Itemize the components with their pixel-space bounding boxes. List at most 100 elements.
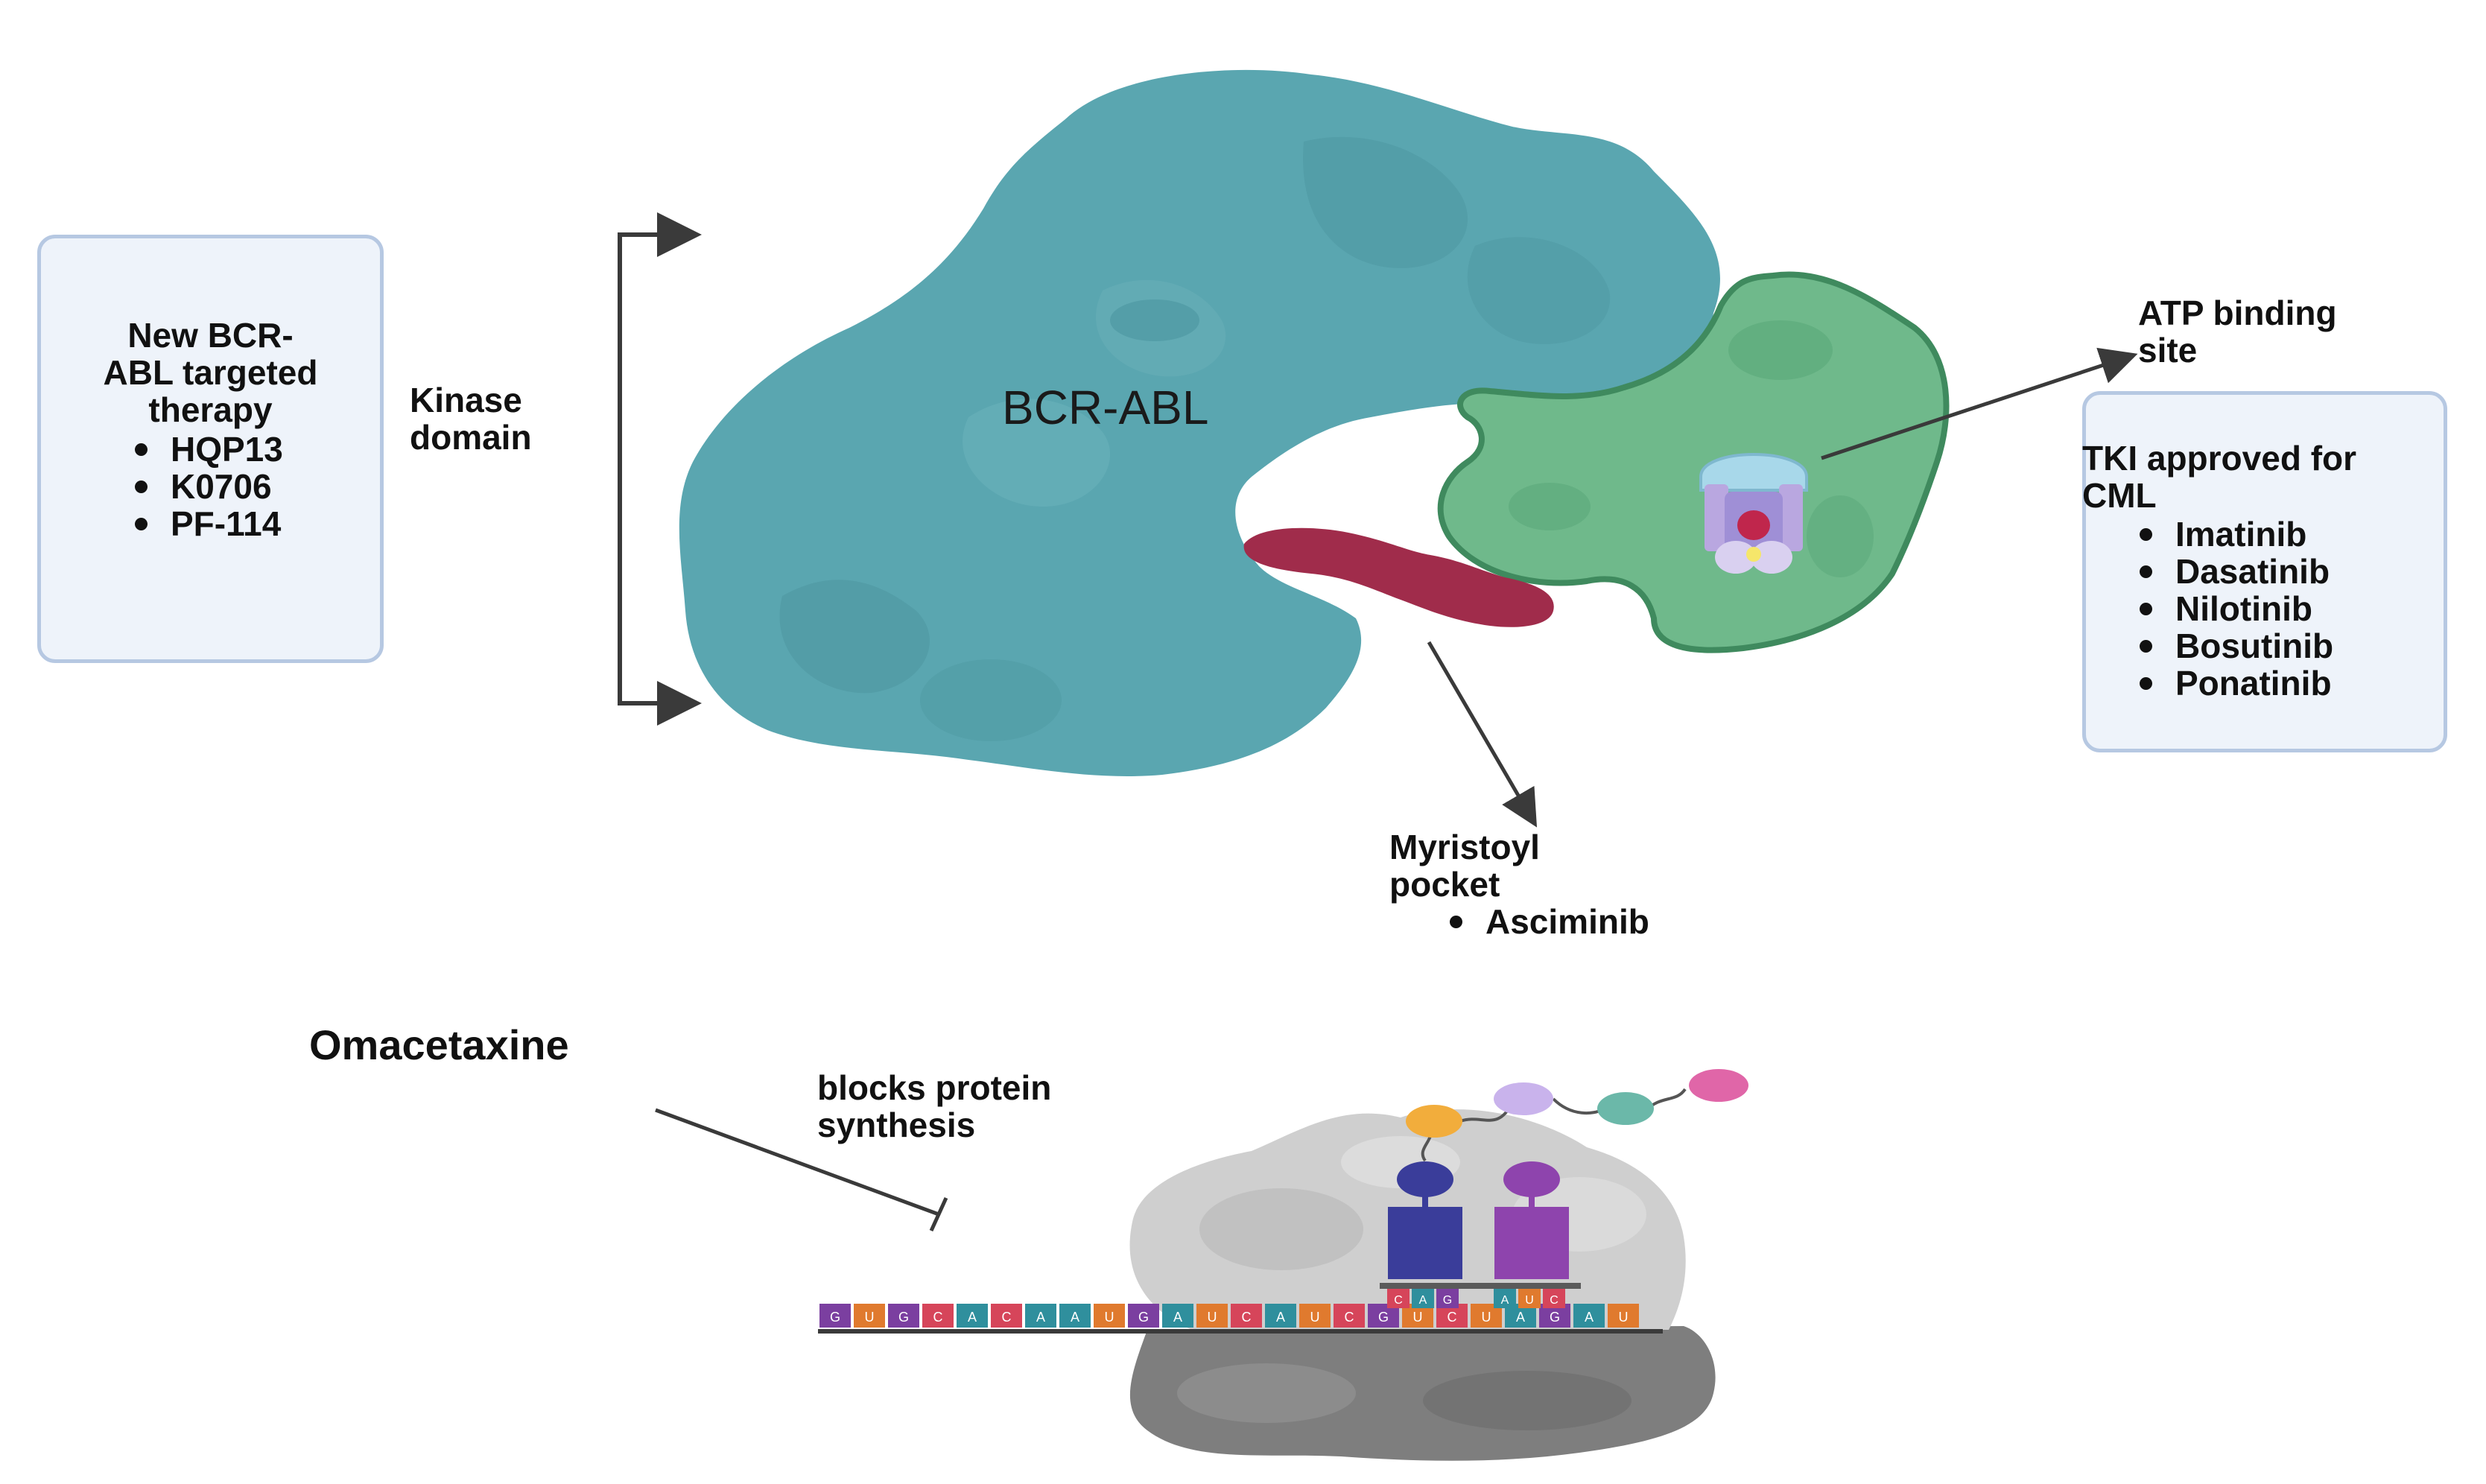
inhibition-arrow (655, 1108, 948, 1232)
new-therapy-title-line: ABL targeted (103, 353, 318, 392)
list-item: Dasatinib (2129, 553, 2333, 590)
nucleotide-letter: C (1002, 1310, 1012, 1325)
anticodon-letter: C (1394, 1294, 1403, 1307)
list-item: Asciminib (1439, 903, 1649, 940)
anticodon-letter: C (1550, 1294, 1558, 1307)
myristoyl-line: pocket (1389, 865, 1500, 904)
anticodon-tile (1387, 1289, 1410, 1308)
nucleotide-letter: A (1173, 1310, 1182, 1325)
nucleotide-tile (888, 1304, 919, 1328)
nucleotide-tile (819, 1304, 851, 1328)
blocks-line: blocks protein (817, 1068, 1052, 1107)
nucleotide-letter: A (1516, 1310, 1525, 1325)
list-item: HQP13 (124, 431, 283, 468)
nucleotide-tile (1128, 1304, 1159, 1328)
atp-lobe (1437, 271, 1950, 653)
kinase-domain-line: domain (410, 418, 532, 457)
omacetaxine-label: Omacetaxine (309, 1021, 569, 1068)
approved-tki-title-line: CML (2082, 476, 2157, 515)
list-item: PF-114 (124, 505, 283, 542)
nucleotide-tile (922, 1304, 954, 1328)
pointer-arrow-atp (1821, 347, 2138, 460)
nucleotide-letter: U (1208, 1310, 1217, 1325)
peptide-chain (1406, 1069, 1748, 1162)
myristoyl-pocket-label: Myristoyl pocket (1389, 828, 1540, 903)
nucleotide-tile (1025, 1304, 1056, 1328)
kinase-domain-line: Kinase (410, 381, 522, 419)
pointer-arrow-myristoyl (1427, 641, 1538, 828)
nucleotide-letter: C (1447, 1310, 1457, 1325)
nucleotide-tile (1059, 1304, 1091, 1328)
bracket-arrow (618, 212, 702, 726)
atp-binding-site-label: ATP binding site (2138, 294, 2337, 369)
new-therapy-title: New BCR- ABL targeted therapy (37, 317, 384, 428)
nucleotide-tile (1162, 1304, 1193, 1328)
anticodon-letter: U (1525, 1294, 1534, 1307)
nucleotide-tile (1265, 1304, 1296, 1328)
nucleotide-letter: C (933, 1310, 943, 1325)
myristoyl-line: Myristoyl (1389, 828, 1540, 866)
nucleotide-tile (991, 1304, 1022, 1328)
nucleotide-letter: U (1310, 1310, 1320, 1325)
nucleotide-letter: A (1585, 1310, 1594, 1325)
anticodon-tile (1412, 1289, 1434, 1308)
approved-tki-title-line: TKI approved for (2082, 439, 2357, 478)
nucleotide-letter: A (1036, 1310, 1045, 1325)
anticodon-letter: A (1501, 1294, 1509, 1307)
new-therapy-title-line: therapy (148, 390, 273, 429)
nucleotide-letter: U (1482, 1310, 1491, 1325)
nucleotide-tile (1299, 1304, 1331, 1328)
new-therapy-title-line: New BCR- (127, 316, 294, 355)
anticodon-tile (1518, 1289, 1541, 1308)
new-therapy-box (37, 235, 384, 663)
nucleotide-letter: U (1619, 1310, 1629, 1325)
anticodon-letter: G (1443, 1294, 1452, 1307)
atp-line: ATP binding (2138, 294, 2337, 332)
nucleotide-letter: G (1378, 1310, 1389, 1325)
kinase-domain-label: Kinase domain (410, 381, 532, 456)
nucleotide-letter: G (1138, 1310, 1149, 1325)
new-therapy-list: HQP13 K0706 PF-114 (124, 431, 283, 542)
nucleotide-letter: C (1345, 1310, 1354, 1325)
nucleotide-tile (957, 1304, 988, 1328)
nucleotide-tile (1608, 1304, 1639, 1328)
myristoyl-pocket-shape (1243, 527, 1554, 627)
bcr-abl-label: BCR-ABL (1002, 381, 1209, 434)
approved-tki-list: Imatinib Dasatinib Nilotinib Bosutinib P… (2129, 516, 2333, 702)
anticodon-letter: A (1419, 1294, 1427, 1307)
nucleotide-letter: U (865, 1310, 875, 1325)
nucleotide-letter: U (1105, 1310, 1114, 1325)
nucleotide-tile (1231, 1304, 1262, 1328)
nucleotide-letter: G (898, 1310, 909, 1325)
nucleotide-letter: C (1242, 1310, 1252, 1325)
nucleotide-tile (1094, 1304, 1125, 1328)
nucleotide-tile (1196, 1304, 1228, 1328)
nucleotide-tile (1334, 1304, 1365, 1328)
blocks-line: synthesis (817, 1106, 976, 1144)
nucleotide-tile (854, 1304, 885, 1328)
anticodon-tile (1543, 1289, 1565, 1308)
anticodon-tile (1494, 1289, 1516, 1308)
nucleotide-letter: U (1413, 1310, 1423, 1325)
atp-line: site (2138, 331, 2198, 370)
nucleotide-letter: G (830, 1310, 840, 1325)
approved-tki-title: TKI approved for CML (2082, 440, 2356, 514)
nucleotide-letter: G (1550, 1310, 1560, 1325)
myristoyl-list: Asciminib (1439, 903, 1649, 940)
list-item: Bosutinib (2129, 627, 2333, 665)
atp-site-icon (1699, 453, 1808, 574)
anticodon-tile (1436, 1289, 1459, 1308)
list-item: Imatinib (2129, 516, 2333, 553)
nucleotide-tile (1573, 1304, 1605, 1328)
blocks-protein-synthesis-label: blocks protein synthesis (817, 1069, 1051, 1144)
nucleotide-letter: A (968, 1310, 977, 1325)
list-item: K0706 (124, 468, 283, 505)
list-item: Nilotinib (2129, 590, 2333, 627)
bcr-abl-protein (679, 69, 1720, 776)
list-item: Ponatinib (2129, 665, 2333, 702)
nucleotide-letter: A (1071, 1310, 1079, 1325)
approved-tki-box (2082, 391, 2447, 752)
